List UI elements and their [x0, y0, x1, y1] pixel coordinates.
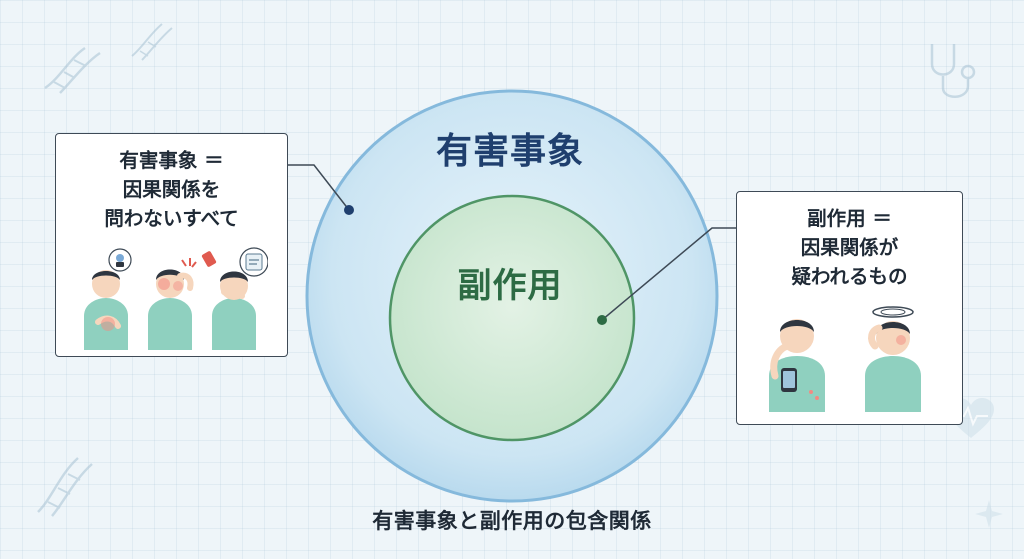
side-effect-label: 副作用 — [457, 266, 563, 306]
dna-icon — [131, 23, 173, 61]
left-connector-dot — [344, 205, 354, 215]
right-connector-dot — [597, 315, 607, 325]
sparkle-icon — [975, 500, 1003, 528]
people-with-pain-icon — [84, 247, 268, 350]
adverse-event-callout: 有害事象 ＝ 因果関係を 問わないすべて — [55, 133, 288, 357]
adverse-event-definition: 有害事象 ＝ 因果関係を 問わないすべて — [104, 149, 239, 230]
dna-icon — [44, 46, 101, 94]
right-connector-line — [601, 227, 736, 321]
diagram-caption: 有害事象と副作用の包含関係 — [372, 509, 652, 533]
inner-circle — [388, 194, 636, 442]
adverse-event-label: 有害事象 — [435, 131, 584, 172]
left-connector-line — [288, 164, 350, 211]
stethoscope-icon — [930, 44, 976, 98]
side-effect-definition: 副作用 ＝ 因果関係が 疑われるもの — [791, 207, 908, 288]
dna-icon — [37, 457, 93, 517]
people-taking-medicine-icon — [769, 306, 921, 412]
side-effect-callout: 副作用 ＝ 因果関係が 疑われるもの — [736, 191, 963, 425]
